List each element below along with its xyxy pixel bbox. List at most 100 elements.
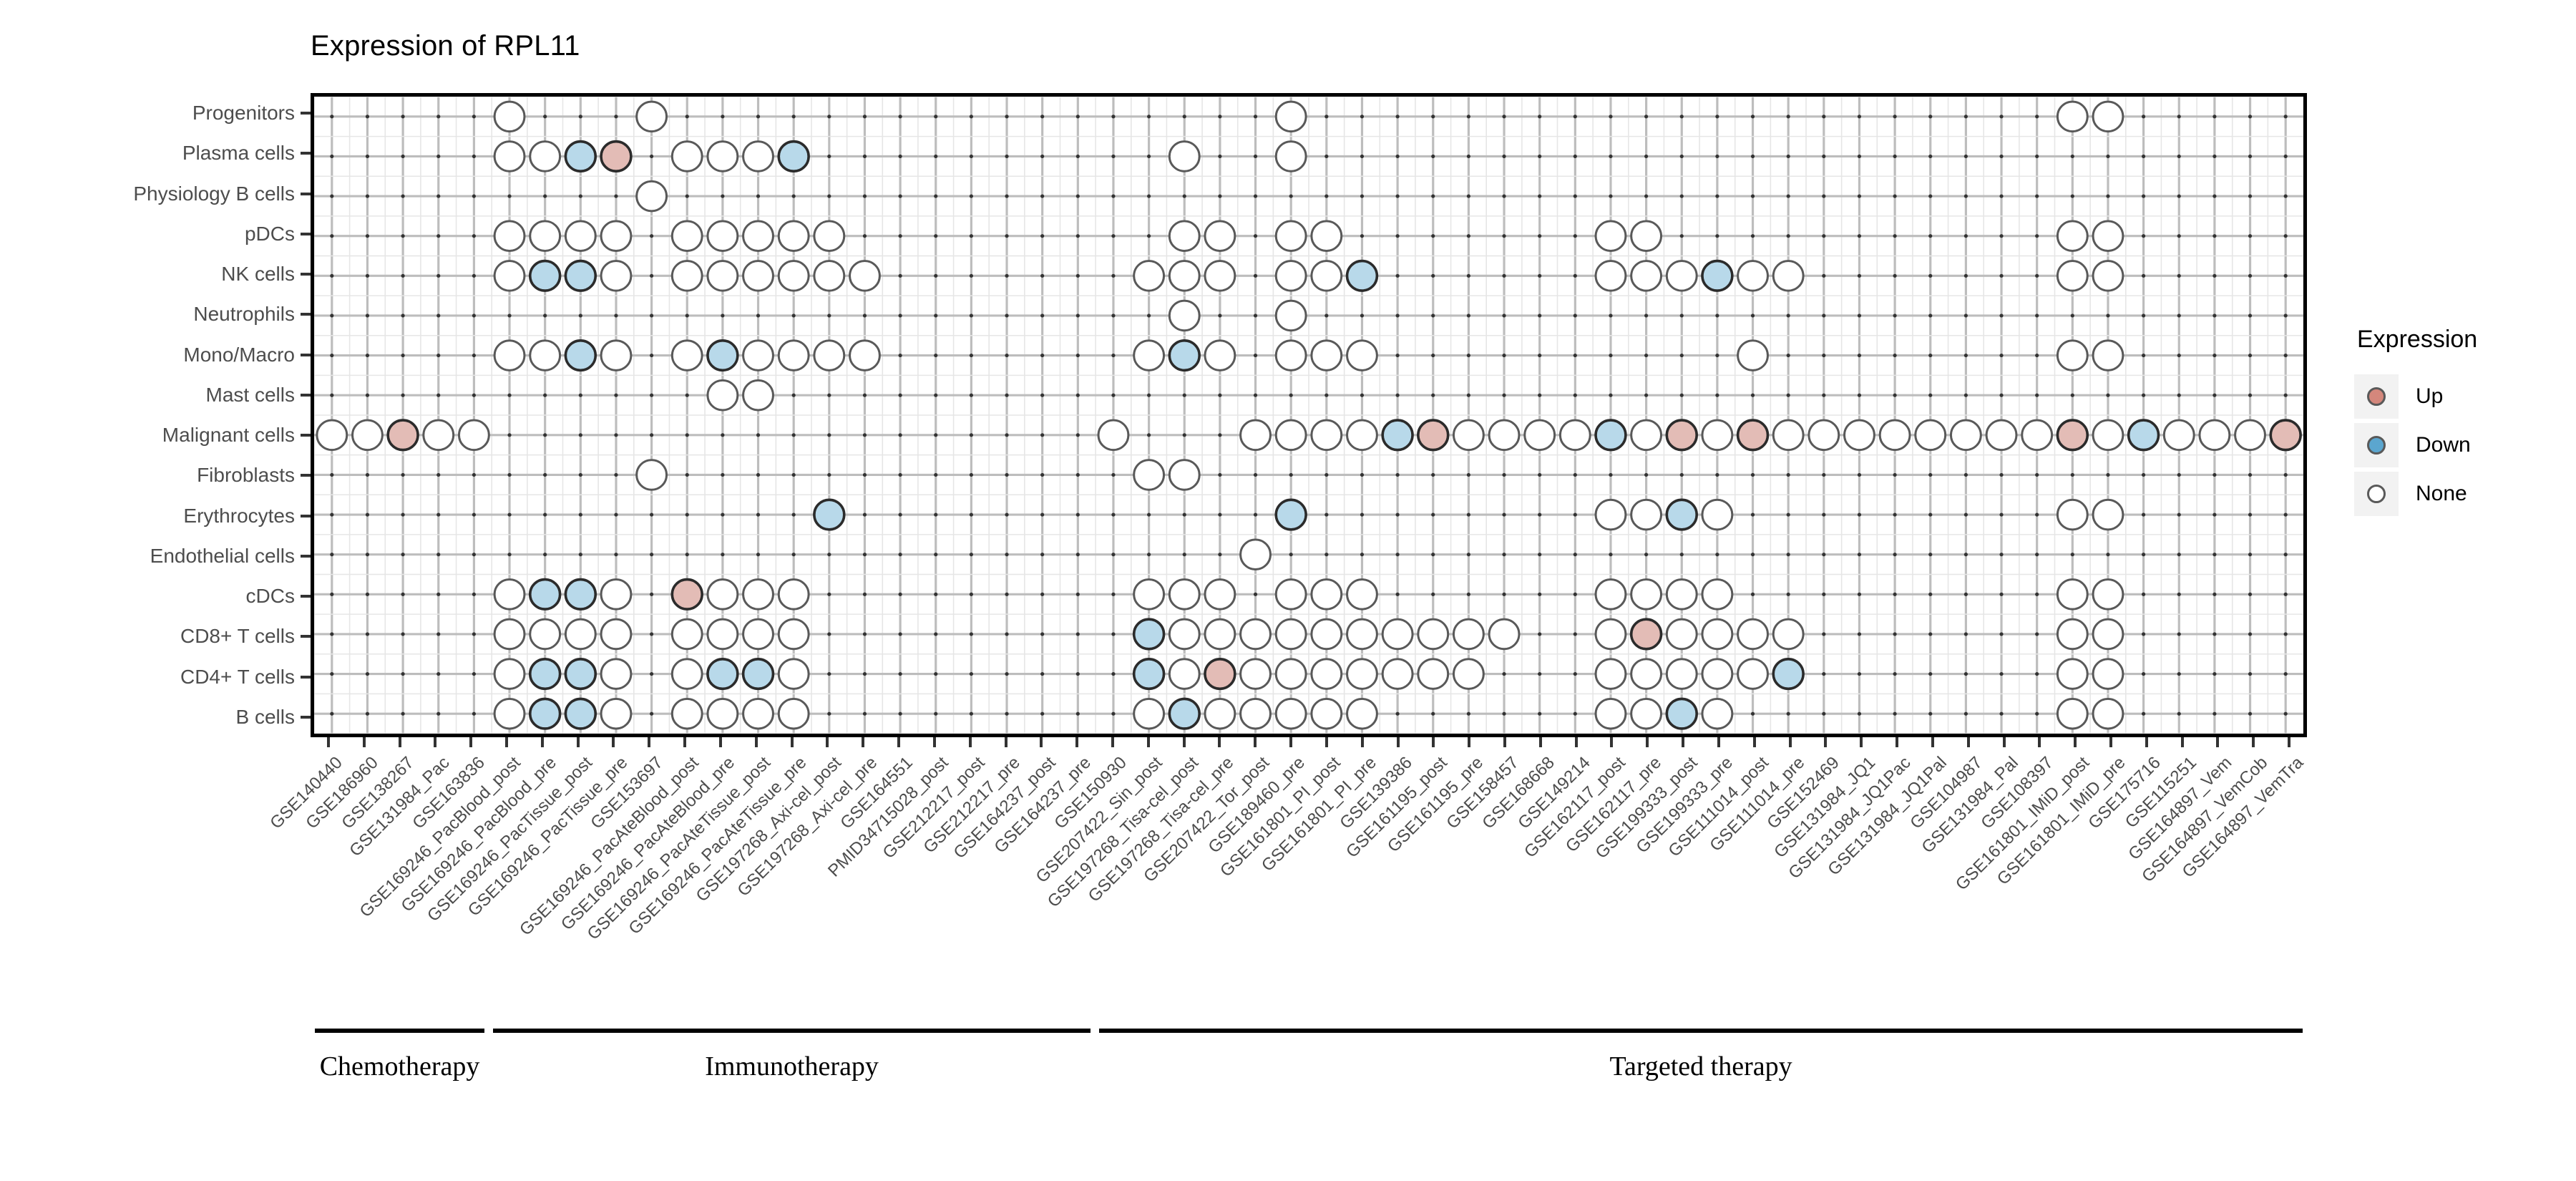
expression-dot (813, 339, 846, 371)
legend-swatch (2354, 374, 2399, 419)
expression-dot (1239, 419, 1272, 452)
x-tick-mark (826, 737, 829, 747)
expression-dot (1594, 419, 1627, 452)
expression-dot (1630, 578, 1663, 611)
expression-dot (1452, 419, 1485, 452)
expression-dot (2092, 618, 2124, 651)
expression-dot (1630, 658, 1663, 690)
x-tick-mark (540, 737, 544, 747)
expression-dot (2092, 419, 2124, 452)
legend-item[interactable]: None (2354, 470, 2562, 518)
expression-dot (1914, 419, 1947, 452)
expression-dot (2056, 220, 2089, 252)
expression-dot (1985, 419, 2018, 452)
legend-item[interactable]: Down (2354, 421, 2562, 470)
x-tick-mark (1040, 737, 1043, 747)
expression-dot (1346, 419, 1378, 452)
x-tick-mark (2002, 737, 2006, 747)
expression-dot (1274, 658, 1307, 690)
expression-dot (1168, 299, 1201, 332)
y-tick-label: Endothelial cells (150, 544, 295, 567)
y-tick-label: Neutrophils (193, 303, 295, 326)
expression-dot (1701, 259, 1734, 292)
expression-dot (1310, 339, 1343, 371)
expression-dot (635, 459, 668, 491)
x-tick-mark (1646, 737, 1649, 747)
expression-dot (1594, 658, 1627, 690)
expression-dot (2127, 419, 2160, 452)
y-tick-label: Erythrocytes (183, 504, 295, 527)
x-tick-mark (362, 737, 366, 747)
expression-dot (493, 339, 526, 371)
expression-dot (1274, 578, 1307, 611)
expression-dot (529, 339, 562, 371)
expression-dot (1239, 618, 1272, 651)
expression-dot (1807, 419, 1840, 452)
y-tick-mark (301, 273, 311, 276)
expression-dot (600, 140, 633, 172)
x-tick-mark (1218, 737, 1221, 747)
x-tick-mark (968, 737, 972, 747)
expression-dot (777, 618, 810, 651)
y-tick-mark (301, 152, 311, 155)
expression-dot (1274, 498, 1307, 531)
expression-dot (1630, 260, 1663, 292)
expression-dot (493, 578, 526, 611)
legend-dot-icon (2367, 485, 2386, 503)
expression-dot (1594, 260, 1627, 292)
expression-dot (1204, 618, 1236, 651)
expression-dot (493, 697, 526, 730)
expression-dot (777, 697, 810, 730)
expression-dot (1346, 697, 1378, 730)
expression-dot (528, 658, 562, 691)
expression-dot (706, 578, 739, 611)
expression-dot (670, 140, 703, 172)
expression-dot (1168, 618, 1201, 651)
expression-dot (564, 578, 597, 611)
expression-dot (1204, 658, 1236, 691)
expression-dot (2092, 578, 2124, 611)
x-tick-mark (2252, 737, 2255, 747)
expression-dot (1274, 260, 1307, 292)
expression-dot (1168, 578, 1201, 611)
x-tick-mark (1503, 737, 1507, 747)
expression-dot (1772, 419, 1805, 452)
y-tick-label: Plasma cells (182, 142, 295, 165)
expression-dot (1737, 260, 1769, 292)
expression-dot (1204, 578, 1236, 611)
expression-dot (1133, 260, 1166, 292)
expression-dot (1274, 100, 1307, 133)
y-tick-label: NK cells (221, 263, 295, 286)
expression-dot (1274, 618, 1307, 651)
dot-matrix (316, 100, 2302, 730)
expression-dot (777, 140, 810, 172)
expression-dot (1310, 578, 1343, 611)
expression-dot (529, 618, 562, 651)
expression-dot (1132, 618, 1166, 651)
legend-item[interactable]: Up (2354, 372, 2562, 421)
x-tick-mark (1004, 737, 1008, 747)
therapy-group-bar (315, 1029, 485, 1033)
y-tick-label: CD8+ T cells (180, 625, 295, 648)
y-tick-label: Fibroblasts (197, 464, 295, 487)
expression-dot (1701, 697, 1734, 730)
expression-dot (670, 697, 703, 730)
x-tick-mark (1182, 737, 1186, 747)
expression-dot (706, 339, 739, 372)
legend-dot-icon (2367, 387, 2386, 406)
expression-dot (813, 220, 846, 252)
expression-dot (1168, 697, 1201, 730)
expression-dot (1310, 260, 1343, 292)
y-tick-label: cDCs (245, 585, 295, 608)
expression-dot (386, 419, 419, 452)
expression-dot (635, 180, 668, 213)
expression-dot (1701, 498, 1734, 531)
expression-dot (600, 260, 633, 292)
expression-dot (2269, 419, 2302, 452)
expression-dot (1133, 578, 1166, 611)
x-tick-mark (1752, 737, 1756, 747)
expression-dot (1346, 339, 1378, 371)
expression-dot (2056, 697, 2089, 730)
